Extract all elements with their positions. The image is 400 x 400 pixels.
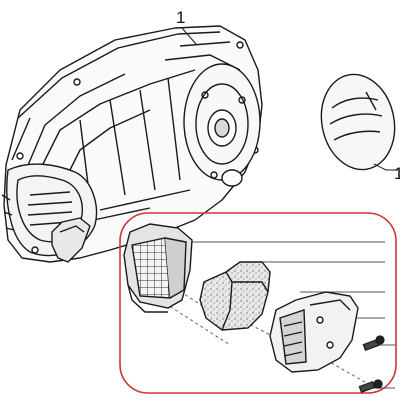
screw-upper	[362, 335, 385, 351]
screw-lower	[358, 379, 383, 393]
foam-filter	[199, 261, 271, 331]
highlight-box	[119, 212, 397, 394]
leader-line-cover	[373, 163, 398, 171]
vented-cover	[269, 291, 359, 373]
callout-number-cover: 1	[394, 164, 400, 183]
air-duct-grille	[123, 223, 193, 313]
clutch-housing	[183, 63, 261, 187]
leader-line-main	[181, 27, 197, 45]
round-cover	[320, 73, 396, 171]
callout-number-main: 1	[176, 8, 186, 27]
